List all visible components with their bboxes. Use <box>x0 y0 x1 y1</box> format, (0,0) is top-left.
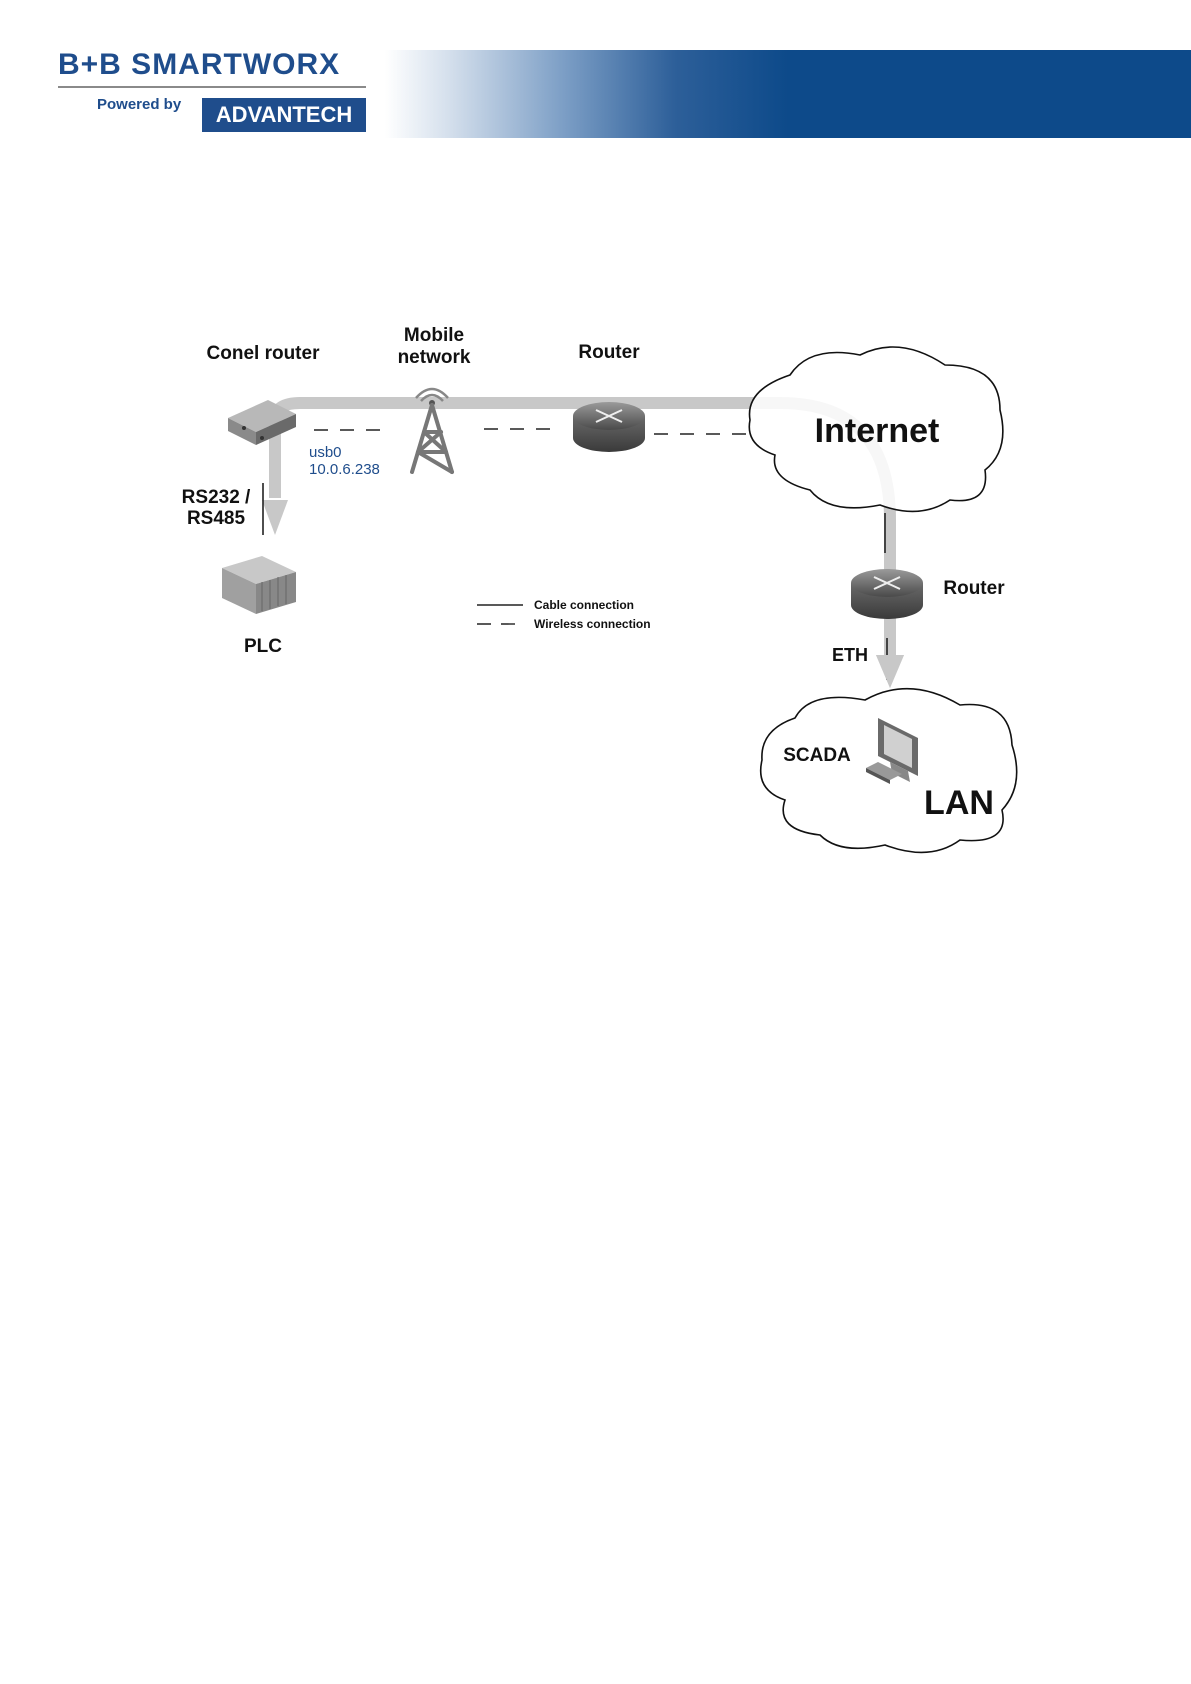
label-plc: PLC <box>244 636 282 657</box>
label-rs-1: RS232 / <box>182 487 251 508</box>
router-right-icon <box>851 569 923 619</box>
label-scada: SCADA <box>783 745 851 766</box>
label-conel-router: Conel router <box>207 343 321 364</box>
label-lan: LAN <box>924 784 994 822</box>
label-mobile-network-1: Mobile <box>404 325 464 346</box>
router-top-icon <box>573 402 645 452</box>
label-router-right: Router <box>943 578 1005 599</box>
label-mobile-network-2: network <box>398 347 471 368</box>
label-usb-ip: 10.0.6.238 <box>309 461 380 478</box>
legend: Cable connection Wireless connection <box>477 598 651 631</box>
label-usb-iface: usb0 <box>309 444 342 461</box>
label-eth: ETH <box>832 645 868 665</box>
cable-connections <box>263 483 887 680</box>
legend-cable-text: Cable connection <box>534 598 634 612</box>
label-internet: Internet <box>815 412 940 450</box>
wireless-connections <box>314 429 750 434</box>
label-router-top: Router <box>578 342 640 363</box>
plc-icon <box>222 556 296 614</box>
label-rs-2: RS485 <box>187 508 246 529</box>
legend-wireless-text: Wireless connection <box>534 617 651 631</box>
